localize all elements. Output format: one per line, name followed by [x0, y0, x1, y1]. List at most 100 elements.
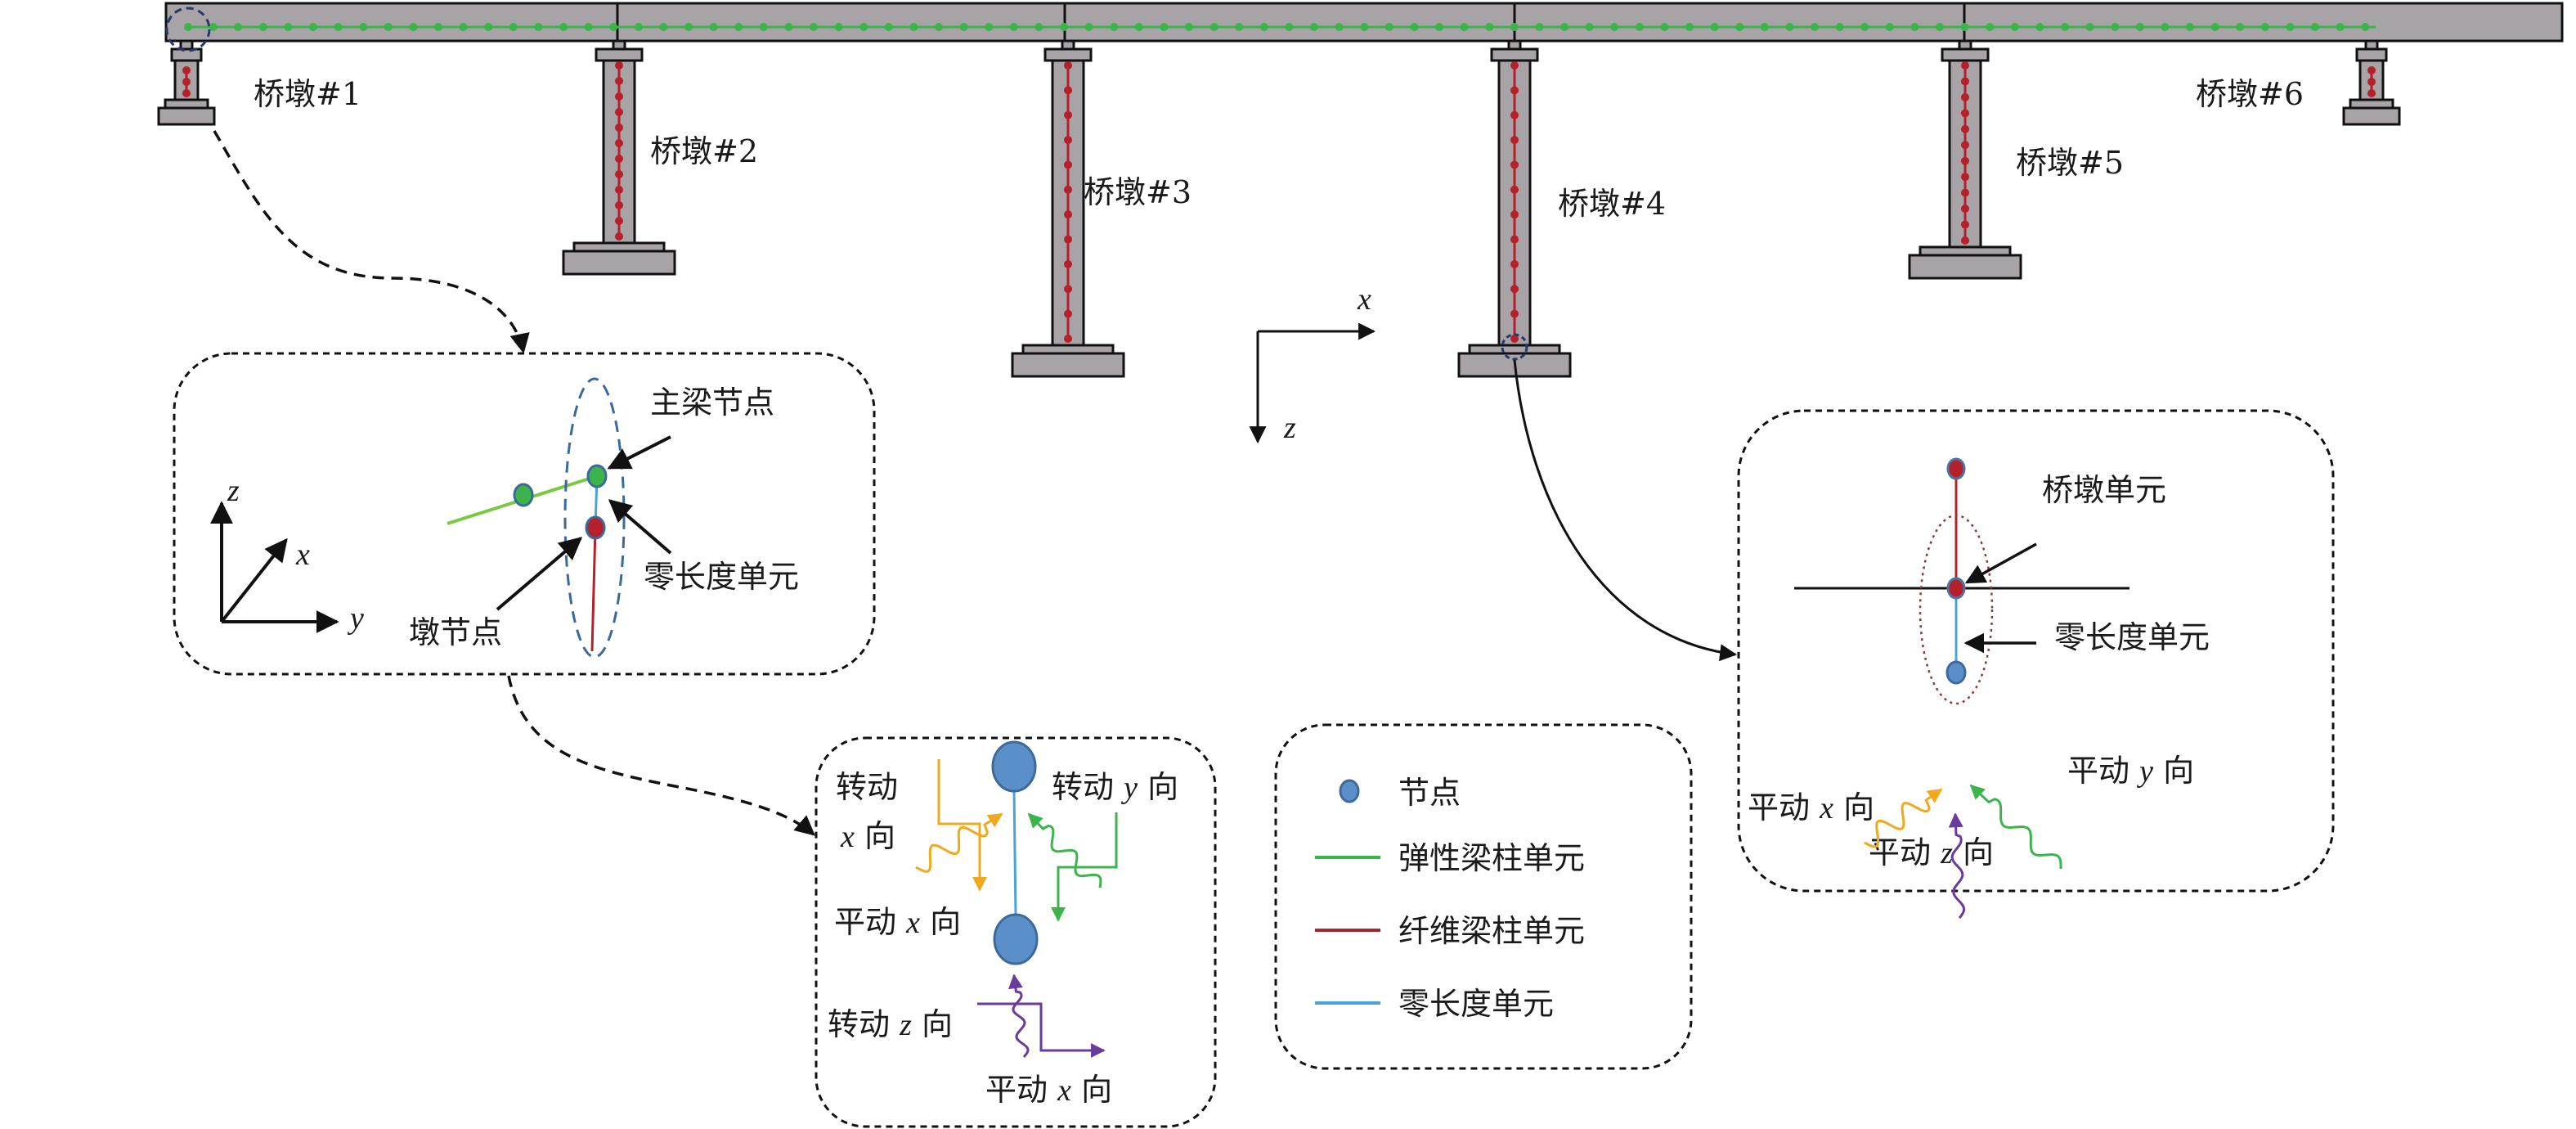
bridge-elevation	[157, 2, 2564, 378]
global-axis-z-label: z	[1283, 411, 1296, 445]
pier-cap	[1043, 47, 1093, 62]
pier-node-dot	[1064, 335, 1072, 343]
pier-node-dot	[1961, 141, 1969, 150]
deck-node-dot	[2210, 23, 2219, 31]
pier-node-dot	[615, 201, 623, 209]
pier-node-dot	[1064, 259, 1072, 268]
deck-node-dot	[258, 23, 267, 31]
rot-x-label-line1: 转动	[836, 769, 898, 805]
deck-node-dot	[709, 23, 718, 31]
deck-node-dot	[1285, 23, 1294, 31]
pier-node-dot	[1961, 92, 1969, 101]
deck-node-dot	[1259, 23, 1268, 31]
translation-z-squiggle-arrow	[1948, 812, 1966, 919]
legend-label-node: 节点	[1398, 775, 1461, 811]
global-axis-x-label: x	[1357, 282, 1371, 317]
deck-node-dot	[484, 23, 493, 31]
deck-node-dot	[2361, 23, 2370, 31]
deck-node-dot	[459, 23, 468, 31]
deck-node-dot	[1160, 23, 1169, 31]
trans-z-label-right: 平动 z 向	[1869, 834, 1994, 870]
pier-node-dot	[1961, 77, 1969, 86]
deck-node-dot	[1710, 23, 1719, 31]
deck-node-dot	[2286, 23, 2295, 31]
pier-node-dot	[182, 78, 191, 86]
pier-node-dot	[1961, 188, 1969, 197]
pier-3	[1011, 39, 1125, 378]
rot-y-label: 转动 y 向	[1052, 769, 1178, 805]
pier-node-dot	[1510, 235, 1519, 244]
deck-node-dot	[2236, 23, 2245, 31]
pier-node-dot	[1961, 61, 1969, 70]
deck-node-dot	[2161, 23, 2170, 31]
node-top	[991, 740, 1037, 793]
deck-node-dot	[1735, 23, 1744, 31]
deck-node-dot	[1760, 23, 1769, 31]
pier-node-dot	[1961, 109, 1969, 118]
rot-z-label: 转动 z 向	[828, 1006, 953, 1042]
ground-node	[1945, 660, 1967, 685]
deck-node-dot	[1510, 23, 1519, 31]
trans-x-label-right: 平动 x 向	[1748, 789, 1874, 825]
detail-box-pier-base: 桥墩单元 零长度单元 平动 x 向 平动 z 向 平动 y 向	[1737, 409, 2335, 919]
deck-node-dot	[2061, 23, 2069, 31]
pier-node-dot	[1510, 259, 1519, 268]
pier-node-dot	[615, 186, 623, 194]
deck-node-dot	[834, 23, 843, 31]
deck-node-dot	[1835, 23, 1844, 31]
legend-node-symbol	[1339, 779, 1360, 803]
deck-node-dot	[2260, 23, 2269, 31]
global-axes: x z	[1249, 282, 1376, 445]
pier-node-dot	[1961, 173, 1969, 182]
detail-box-dof: 转动 x 向 转动 y 向 平动 x 向 转动 z 向 平动 x 向	[815, 736, 1217, 1128]
deck-node-dot	[1560, 23, 1568, 31]
translation-x-squiggle-arrow	[1864, 788, 1943, 848]
pier-node-dot	[615, 217, 623, 225]
pier-node-dot	[182, 89, 191, 97]
deck-node-dot	[734, 23, 743, 31]
girder-node-label: 主梁节点	[650, 385, 774, 421]
pier-label-6: 桥墩#6	[2196, 76, 2304, 112]
trans-x-label: 平动 x 向	[834, 904, 961, 940]
deck-node-dot	[309, 23, 317, 31]
detail-box-girder-pier-connection: z x y 主梁节点 零长度单元 墩节点	[173, 352, 876, 676]
deck-node-dot	[509, 23, 518, 31]
deck-node-dot	[1811, 23, 1819, 31]
pier-node-dot	[1064, 285, 1072, 294]
pier-node-dot	[2367, 78, 2376, 86]
pier-cap	[1941, 47, 1990, 62]
deck-node-dot	[1485, 23, 1494, 31]
deck-node-dot	[909, 23, 918, 31]
pier-node-dot	[1064, 136, 1072, 145]
deck-node-dot	[2085, 23, 2094, 31]
deck-node-dot	[2186, 23, 2194, 31]
pier4-highlight-circle	[1501, 333, 1528, 361]
pier-1	[157, 39, 216, 126]
pier-node-dot	[615, 77, 623, 85]
deck-node-dot	[759, 23, 768, 31]
legend: 节点 弹性梁柱单元 纤维梁柱单元 零长度单元	[1274, 723, 1693, 1070]
deck-node-dot	[1060, 23, 1068, 31]
deck-node-dot	[584, 23, 593, 31]
local-axis-x-label: x	[295, 538, 310, 572]
deck-node-dot	[935, 23, 943, 31]
deck-node-dot	[1685, 23, 1694, 31]
deck-node-dot	[1936, 23, 1944, 31]
deck-node-dot	[1384, 23, 1393, 31]
trans-x-label-2: 平动 x 向	[985, 1072, 1112, 1108]
pier-footing	[1908, 254, 2022, 280]
pier-node-dot	[1961, 124, 1969, 133]
pier-cap	[170, 47, 203, 62]
girder-node-dot	[586, 464, 608, 488]
pier-node-dot	[615, 155, 623, 163]
pier-node-dot	[182, 66, 191, 74]
pier-node-dot	[1961, 236, 1969, 245]
pier-6	[2342, 39, 2401, 126]
pier-cap	[2355, 47, 2388, 62]
deck-node-dot	[1585, 23, 1594, 31]
deck-node-dot	[1134, 23, 1143, 31]
deck-node-dot	[1535, 23, 1544, 31]
deck-node-dot	[2035, 23, 2044, 31]
pier-node-dot	[1961, 156, 1969, 165]
